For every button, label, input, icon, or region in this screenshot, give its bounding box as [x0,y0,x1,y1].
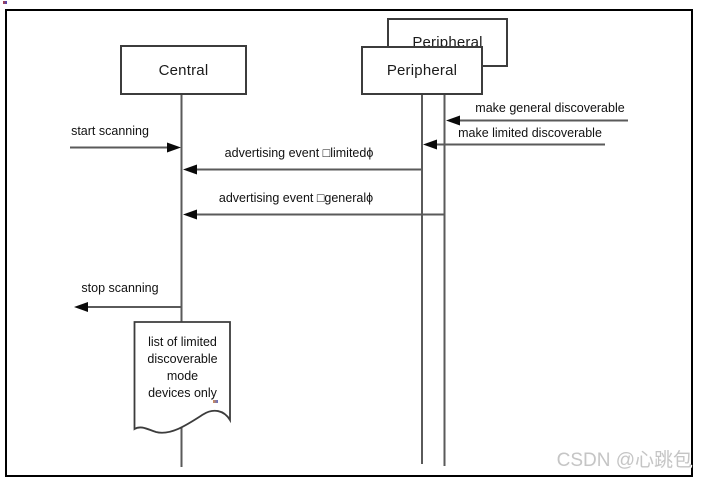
csdn-watermark: CSDN @心跳包 [556,450,692,471]
actor-label-peripheral-front: Peripheral [386,62,458,79]
note-line-3: mode [166,369,199,383]
actor-box-central: Central [120,45,247,95]
message-label-make-limited-discoverable: make limited discoverable [458,126,602,140]
note-shape [133,321,231,434]
actor-box-peripheral-front: Peripheral [361,46,483,95]
arrow-start-scanning-head [167,142,181,153]
note-line-4: devices only [148,386,217,400]
message-label-start-scanning: start scanning [71,124,149,138]
pixel-artifact-mid [213,400,218,403]
message-label-make-general-discoverable: make general discoverable [475,101,625,115]
message-label-advertising-event-limited: advertising event □limitedϕ [224,146,374,160]
actor-label-central: Central [158,61,209,79]
arrow-make-limited-head [423,139,437,150]
arrow-make-general-head [446,115,460,126]
arrow-stop-scanning-head [74,302,88,312]
note-line-1: list of limited [148,335,217,349]
diagram-border [5,9,693,477]
message-label-stop-scanning: stop scanning [81,281,159,295]
arrow-adv-general-head [183,209,197,220]
pixel-artifact-top-left [3,1,7,4]
arrow-adv-limited-head [183,164,197,175]
note-line-2: discoverable [147,352,218,366]
message-label-advertising-event-general: advertising event □generalϕ [218,191,374,205]
note-text: list of limited discoverable mode device… [135,334,230,402]
